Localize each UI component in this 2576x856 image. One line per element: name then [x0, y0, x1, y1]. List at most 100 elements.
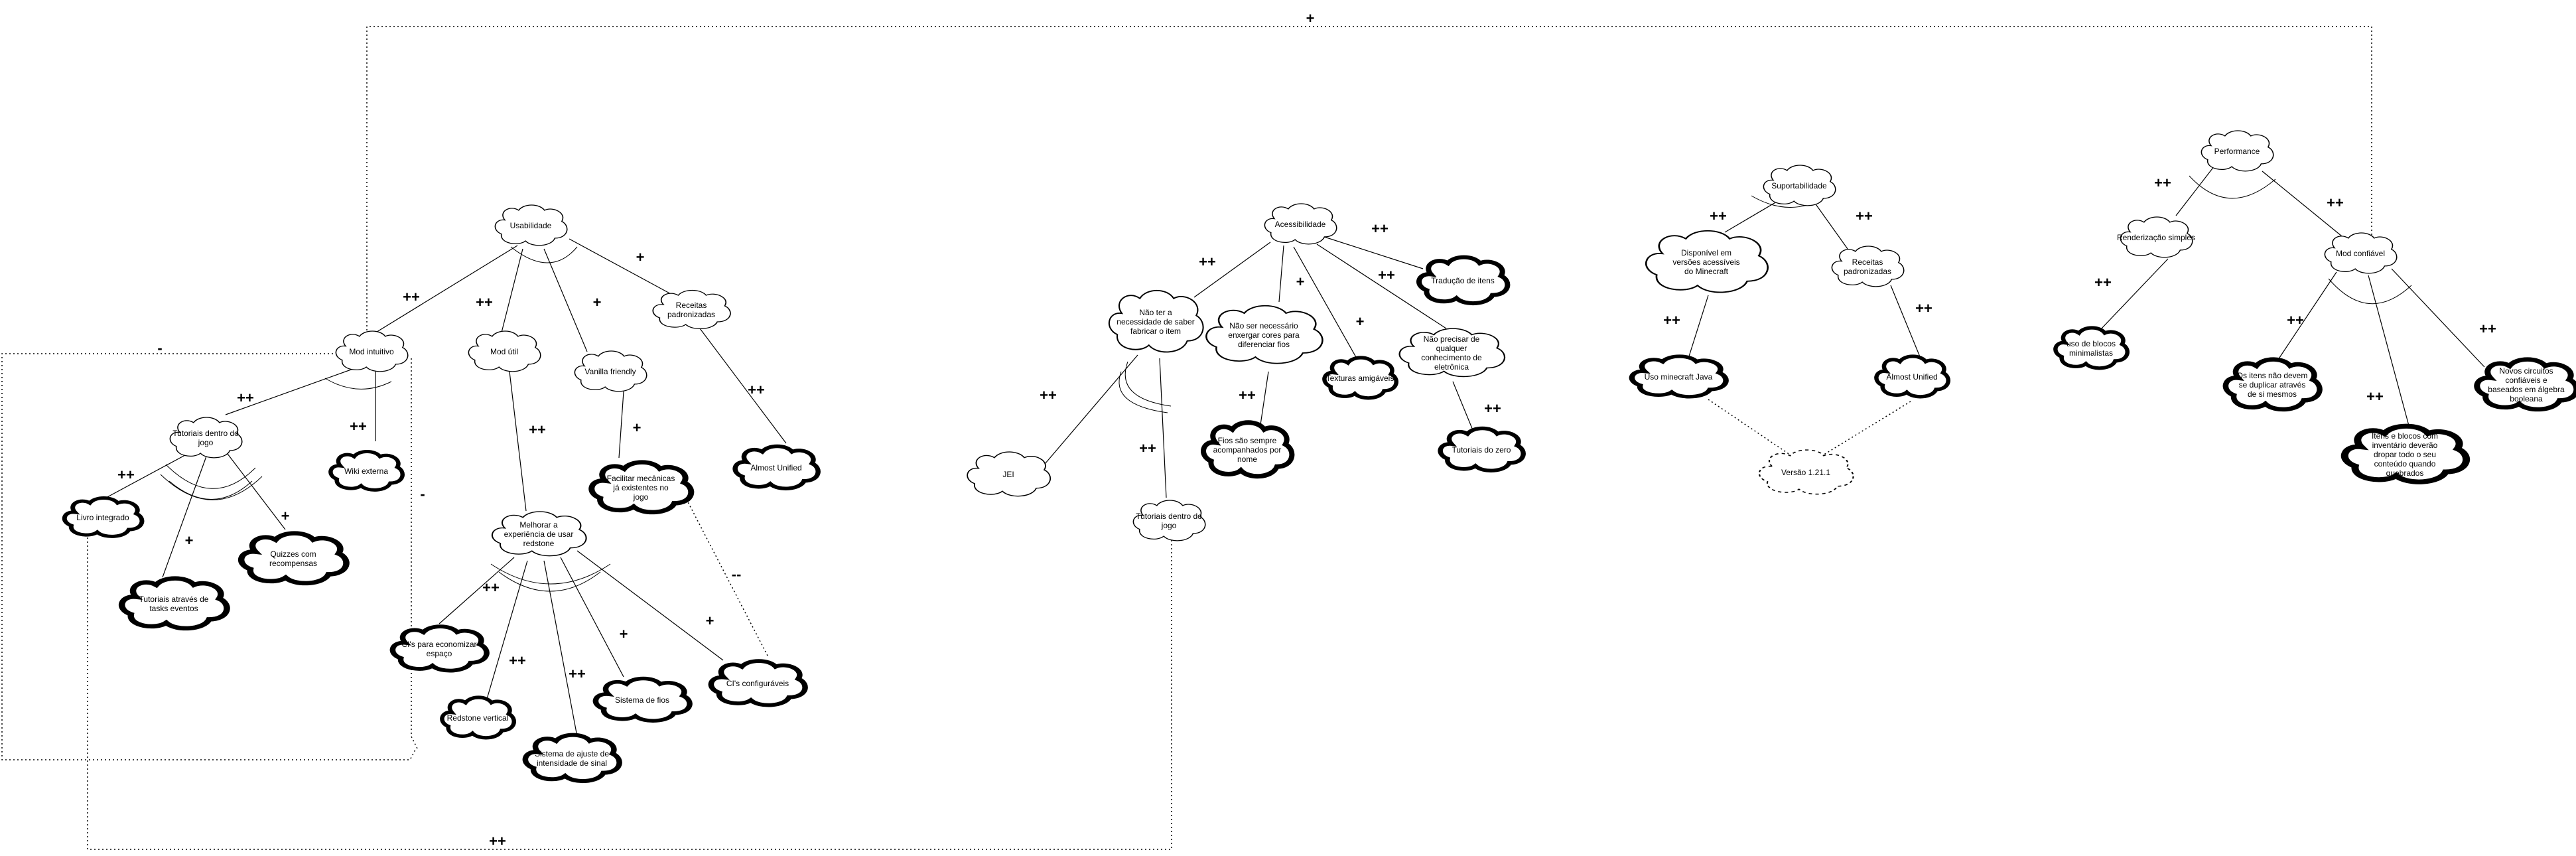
svg-text:Livro integrado: Livro integrado	[76, 513, 129, 522]
node-label: Usabilidade	[510, 221, 552, 230]
softgoal-wiki-externa: Wiki externa	[330, 452, 402, 490]
node-label: Mod confiável	[2336, 249, 2385, 258]
contribution-labels: + - - ++ ++ + + ++ ++ ++ + + ++ + ++ -- …	[117, 10, 2496, 849]
svg-text:Uso minecraft Java: Uso minecraft Java	[1645, 372, 1713, 382]
node-label: Não precisar de	[1424, 334, 1480, 344]
contribution-label: +	[281, 508, 290, 524]
node-label-line: jogo	[633, 492, 649, 502]
node-label: Acessibilidade	[1275, 220, 1326, 229]
node-label-line: padronizadas	[667, 310, 715, 319]
softgoal-usabilidade: Usabilidade	[494, 204, 568, 246]
contribution-label: ++	[2366, 388, 2384, 405]
node-label: Sistema de ajuste de	[535, 749, 609, 758]
node-label-line: inventário deverão	[2372, 441, 2438, 450]
softgoal-livro-integrado: Livro integrado	[64, 498, 142, 537]
contribution-label: +	[1306, 10, 1315, 27]
node-label-line: recompensas	[269, 559, 317, 568]
node-label-line: intensidade de sinal	[537, 758, 607, 768]
softgoal-acessibilidade: Acessibilidade	[1264, 203, 1337, 245]
node-label-line: versões acessíveis	[1672, 257, 1739, 267]
softgoal-tutoriais-zero: Tutoriais do zero	[1440, 429, 1523, 471]
node-label: Fios são sempre	[1218, 436, 1277, 445]
contribution-label: ++	[569, 666, 586, 682]
contribution-label: +	[185, 532, 194, 549]
node-label: Mod intuitivo	[349, 347, 394, 356]
contribution-label: -	[420, 486, 425, 502]
softgoal-uso-java: Uso minecraft Java	[1632, 356, 1726, 397]
contribution-label: +	[1356, 313, 1365, 330]
node-label: Tutoriais do zero	[1452, 445, 1511, 455]
svg-text:Renderização simples: Renderização simples	[2117, 233, 2195, 242]
contribution-label: +	[593, 294, 602, 311]
node-label-line: nome	[1237, 455, 1257, 464]
softgoal-traducao: Tradução de itens	[1419, 257, 1507, 303]
contribution-label: ++	[1915, 300, 1932, 317]
softgoal-almost-unified-2: Almost Unified	[1876, 356, 1948, 397]
svg-text:CI's configuráveis: CI's configuráveis	[726, 679, 789, 688]
svg-text:Tutoriais do zero: Tutoriais do zero	[1452, 445, 1511, 455]
node-label: CI's configuráveis	[726, 679, 789, 688]
svg-text:Mod intuitivo: Mod intuitivo	[349, 347, 394, 356]
contribution-label: ++	[529, 421, 546, 438]
contribution-label: ++	[403, 289, 420, 305]
node-label: Quizzes com	[270, 549, 316, 559]
contribution-label: +	[633, 419, 642, 436]
node-label: Facilitar mecânicas	[607, 474, 675, 483]
svg-text:Almost Unified: Almost Unified	[750, 463, 801, 472]
contribution-label: +	[636, 249, 645, 265]
node-label-line: quebrados	[2386, 468, 2424, 478]
node-label: Redstone vertical	[447, 713, 509, 723]
softgoal-texturas: Texturas amigáveis	[1324, 358, 1396, 398]
contribution-label: ++	[1139, 440, 1156, 457]
node-label-line: padronizadas	[1844, 267, 1891, 276]
node-label: Os itens não devem	[2237, 371, 2308, 380]
contribution-label: ++	[1710, 208, 1727, 224]
node-label-line: enxergar cores para	[1228, 330, 1300, 340]
node-label-line: confiáveis e	[2505, 376, 2547, 385]
softgoal-sistema-fios: Sistema de fios	[596, 679, 690, 721]
node-label-line: tasks eventos	[149, 604, 198, 613]
softgoal-jei: JEI	[967, 451, 1051, 497]
node-label-line: baseados em álgebra	[2488, 385, 2565, 394]
node-label: Uso minecraft Java	[1645, 372, 1713, 382]
softgoal-versao: Versão 1.21.1	[1758, 449, 1854, 495]
contribution-label: ++	[237, 390, 254, 406]
node-label: Wiki externa	[344, 466, 388, 476]
node-label: Suportabilidade	[1771, 181, 1827, 190]
svg-text:Texturas amigáveis: Texturas amigáveis	[1326, 374, 1394, 383]
node-label-line: acompanhados por	[1213, 445, 1282, 455]
node-label: Vanilla friendly	[584, 367, 636, 376]
node-label-line: dropar todo o seu	[2374, 450, 2436, 459]
svg-text:Usabilidade: Usabilidade	[510, 221, 552, 230]
contribution-label: ++	[509, 652, 526, 669]
svg-text:Mod útil: Mod útil	[490, 347, 518, 356]
node-label: uso de blocos	[2067, 339, 2116, 348]
node-label-line: se duplicar através	[2239, 380, 2306, 390]
softgoal-almost-unified: Almost Unified	[735, 447, 818, 489]
svg-text:Acessibilidade: Acessibilidade	[1275, 220, 1326, 229]
softgoal-performance: Performance	[2201, 130, 2274, 172]
contribution-label: -	[157, 340, 162, 356]
contribution-label: ++	[489, 833, 506, 849]
